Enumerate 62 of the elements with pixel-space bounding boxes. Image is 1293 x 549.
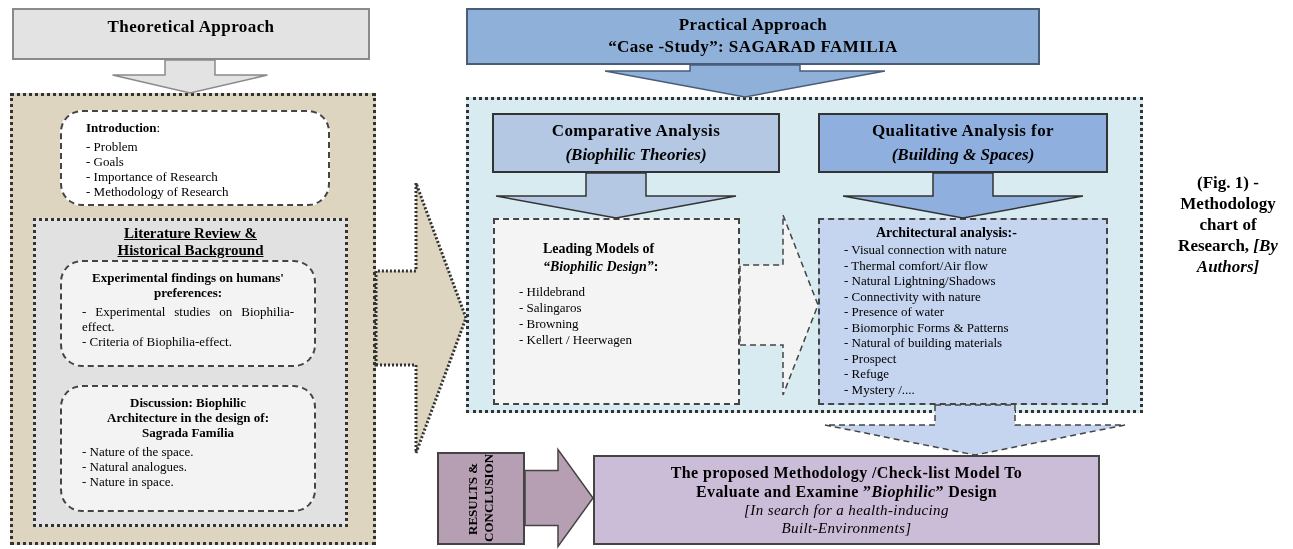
list-item: - Nature of the space. [82, 444, 195, 459]
rounded-box [60, 110, 330, 206]
list-item: - Natural of building materials [844, 335, 1004, 351]
block-arrow [604, 64, 886, 98]
subtitle-text: “Case -Study”: SAGARAD FAMILIA [608, 36, 898, 58]
list-item: - Connectivity with nature [844, 288, 982, 304]
box-heading: The proposed Methodology /Check-list Model To Evaluate and Examine ”Biophilic” Design [669, 463, 1024, 501]
note-text: [In search for a health-inducing Built-Environments] [743, 501, 950, 537]
rounded-box [60, 260, 316, 367]
label-box [437, 452, 525, 545]
header-box [492, 113, 780, 173]
list-item: - Visual connection with nature [844, 242, 1008, 258]
section-panel [466, 97, 1143, 413]
header-box [818, 113, 1108, 173]
box-heading: Leading Models of “Biophilic Design”: [542, 240, 660, 276]
title-box [466, 8, 1040, 65]
list-item: - Methodology of Research [86, 184, 230, 199]
box-heading: Discussion: Biophilic Architecture in the design of: Sagrada Família [106, 395, 270, 440]
title-box [12, 8, 370, 60]
block-arrow [524, 447, 594, 549]
section-panel [33, 218, 348, 527]
list-item: - Goals [86, 154, 125, 169]
block-arrow [842, 172, 1084, 219]
list-item: - Problem [86, 139, 139, 154]
box-heading: Theoretical Approach [107, 16, 275, 38]
block-arrow [374, 181, 468, 455]
box-heading: Introduction: [86, 120, 162, 135]
box-heading: Practical Approach [678, 14, 828, 36]
block-arrow [739, 214, 819, 396]
subtitle-text: (Building & Spaces) [891, 144, 1035, 166]
box-heading: Experimental findings on humans' preferences: [91, 270, 285, 300]
box-heading: RESULTS & CONCLUSION [465, 455, 497, 542]
list-item: - Importance of Research [86, 169, 219, 184]
list-item: - Natural Lightning/Shadows [844, 273, 997, 289]
section-panel [10, 93, 376, 545]
block-arrow [824, 404, 1126, 456]
box-heading: Architectural analysis:- [875, 224, 1018, 242]
list-item: - Nature in space. [82, 474, 175, 489]
box-heading: Comparative Analysis [551, 120, 721, 142]
list-item: - Presence of water [844, 304, 945, 320]
block-arrow [495, 172, 737, 219]
list-item: - Criteria of Biophilia-effect. [82, 334, 233, 349]
box-heading: Qualitative Analysis for [871, 120, 1055, 142]
dashed-box [818, 218, 1108, 405]
list-item: - Thermal comfort/Air flow [844, 257, 989, 273]
list-item: - Refuge [844, 366, 891, 382]
dashed-box [493, 218, 740, 405]
list-item: - Hildebrand [519, 284, 587, 300]
rounded-box [60, 385, 316, 512]
subtitle-text: (Biophilic Theories) [565, 144, 707, 166]
list-item: - Experimental studies on Biophilia-effect. [82, 304, 294, 334]
list-item: - Browning [519, 316, 580, 332]
list-item: - Salingaros [519, 300, 583, 316]
list-item: - Mystery /.... [844, 381, 916, 397]
list-item: - Kellert / Heerwagen [519, 332, 633, 348]
list-item: - Prospect [844, 350, 898, 366]
box-heading: Literature Review & Historical Background [116, 225, 265, 259]
result-box [593, 455, 1100, 545]
block-arrow [111, 59, 269, 94]
list-item: - Natural analogues. [82, 459, 189, 474]
list-item: - Biomorphic Forms & Patterns [844, 319, 1010, 335]
figure-caption: (Fig. 1) - Methodology chart of Research, [By Authors] [1177, 172, 1279, 277]
